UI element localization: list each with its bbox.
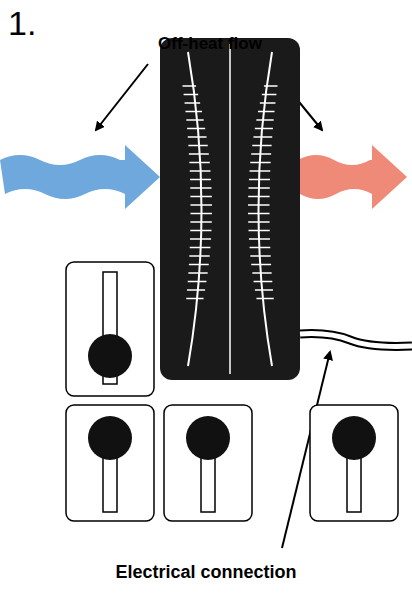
side-curve — [188, 52, 202, 366]
leader-line — [96, 64, 148, 130]
slider-icon — [66, 262, 154, 396]
cable — [300, 334, 412, 347]
slider-icon — [310, 405, 398, 521]
figure-number: 1. — [8, 4, 36, 43]
connection-label: Electrical connection — [115, 562, 296, 583]
peltier-body — [160, 38, 300, 380]
slider-icon — [66, 405, 154, 521]
cold-flow-arrow — [0, 145, 160, 209]
fin-hatching — [183, 86, 278, 299]
heat-flow-label: Off-heat flow — [158, 34, 262, 54]
cable-core — [300, 334, 412, 347]
center-seam — [229, 44, 231, 374]
slider-icon — [164, 405, 252, 521]
side-curve — [259, 52, 273, 366]
hot-flow-arrow — [298, 145, 407, 209]
